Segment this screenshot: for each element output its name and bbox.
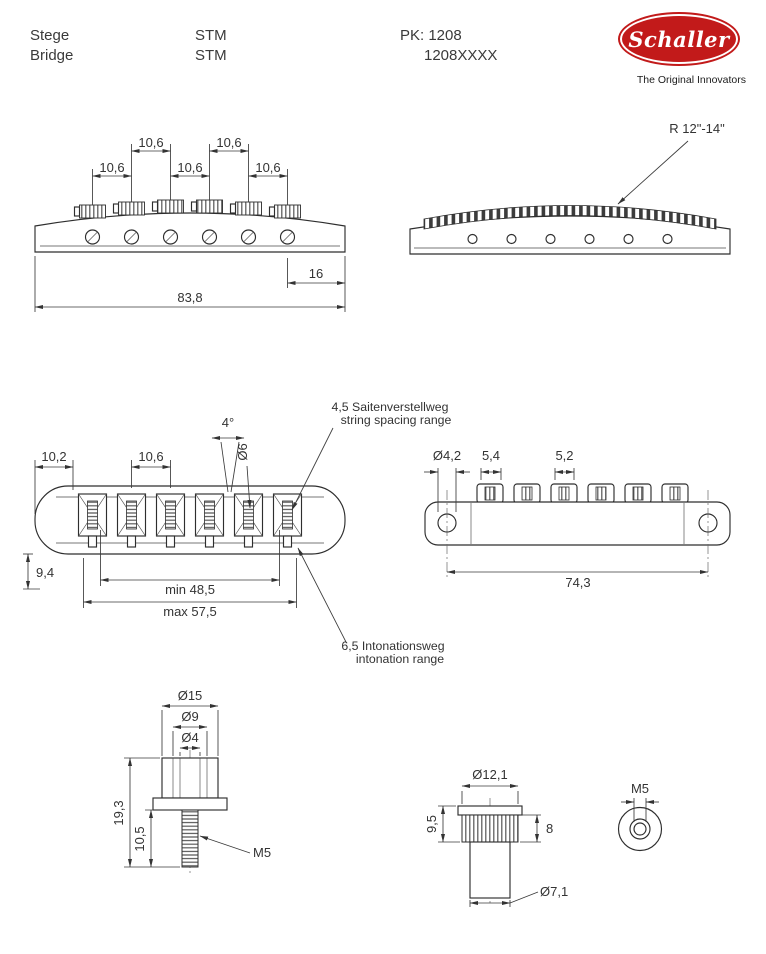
- dim-end-offset: 10,2: [41, 449, 66, 464]
- product-values: STM STM: [195, 26, 227, 66]
- saddle-teeth-band: [423, 205, 717, 230]
- dim-dia-4: Ø4: [181, 730, 198, 745]
- top-view: 10,2 10,6 4° Ø6 4,5 Saitenverstellweg st…: [23, 400, 452, 666]
- front-saddles: [73, 199, 301, 219]
- rear-view: Ø4,2 5,4 5,2 74,3: [424, 448, 731, 590]
- pk-label: PK: 1208: [400, 27, 462, 44]
- dim-hole-spacing: 74,3: [565, 575, 590, 590]
- brand-tagline: The Original Innovators: [636, 74, 746, 86]
- logo-inner: Schaller: [622, 16, 736, 62]
- dim-spacing-upper-2: 10,6: [216, 135, 241, 150]
- label-stege: Stege: [30, 27, 70, 44]
- radius-view: R 12"-14": [409, 121, 731, 255]
- dim-roller-dia: Ø6: [235, 443, 250, 460]
- note-intonation-de: 6,5 Intonationsweg: [341, 639, 444, 653]
- dim-total-width: 83,8: [177, 290, 202, 305]
- dim-total-height: 19,3: [111, 800, 126, 825]
- label-bridge: Bridge: [30, 47, 74, 64]
- dim-radius: R 12"-14": [669, 121, 725, 136]
- dim-dia-9: Ø9: [181, 709, 198, 724]
- stud-view: Ø15 Ø9 Ø4 19,3 10,5: [111, 688, 271, 874]
- dim-54: 5,4: [482, 448, 500, 463]
- note-intonation-en: intonation range: [356, 652, 444, 666]
- dim-knurl-height: 8: [546, 821, 553, 836]
- dim-hole-dia: Ø4,2: [433, 448, 461, 463]
- front-view: 10,6 10,6 10,6 10,6 10,6 16 83,8: [34, 135, 346, 312]
- dim-dia-71: Ø7,1: [540, 884, 568, 899]
- dim-spacing-lower-2: 10,6: [177, 160, 202, 175]
- dim-spacing-lower-1: 10,6: [99, 160, 124, 175]
- dim-spacing-upper-1: 10,6: [138, 135, 163, 150]
- brand-name: Schaller: [628, 26, 730, 52]
- pk-number: 1208XXXX: [424, 47, 498, 64]
- dim-angle: 4°: [222, 415, 234, 430]
- value-stm-1: STM: [195, 27, 227, 44]
- dim-thread-length: 10,5: [132, 826, 147, 851]
- dim-saddle-to-end: 16: [309, 266, 323, 281]
- front-screws: [84, 229, 296, 245]
- dim-spacing-lower-3: 10,6: [255, 160, 280, 175]
- radius-view-holes: [467, 233, 673, 245]
- label-stud-thread: M5: [253, 845, 271, 860]
- note-string-spacing-de: 4,5 Saitenverstellweg: [332, 400, 449, 414]
- schaller-logo: Schaller: [618, 12, 748, 66]
- bushing-view: Ø12,1 9,5 8 Ø7,1: [424, 767, 663, 907]
- rear-saddles: [476, 483, 689, 504]
- dim-dia-15: Ø15: [178, 688, 203, 703]
- dim-52: 5,2: [555, 448, 573, 463]
- note-string-spacing-en: string spacing range: [341, 413, 452, 427]
- dim-screw-offset: 9,4: [36, 565, 54, 580]
- top-saddles: [77, 493, 303, 548]
- dim-max-spread: max 57,5: [163, 604, 216, 619]
- dim-dia-121: Ø12,1: [472, 767, 507, 782]
- dim-height-95: 9,5: [424, 815, 439, 833]
- dim-saddle-spacing: 10,6: [138, 449, 163, 464]
- product-labels: Stege Bridge: [30, 26, 73, 66]
- logo-oval: Schaller: [618, 12, 740, 66]
- value-stm-2: STM: [195, 47, 227, 64]
- dim-min-spread: min 48,5: [165, 582, 215, 597]
- bushing-top-view: M5: [617, 781, 663, 852]
- label-bushing-thread: M5: [631, 781, 649, 796]
